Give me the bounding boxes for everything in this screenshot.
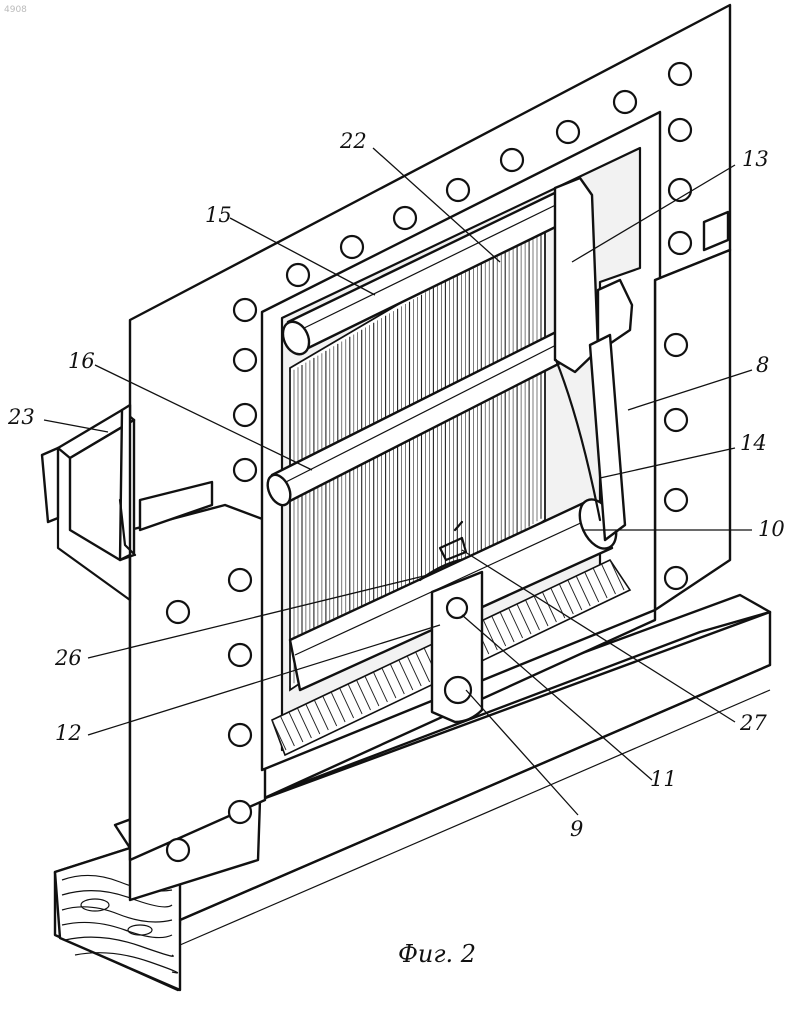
label-9: 9: [570, 817, 583, 841]
label-13: 13: [742, 147, 769, 171]
label-10: 10: [758, 517, 785, 541]
label-16: 16: [68, 349, 95, 373]
label-14: 14: [740, 431, 767, 455]
corner-mark: 4908: [4, 5, 27, 15]
label-23: 23: [7, 405, 35, 429]
figure-caption: Фиг. 2: [398, 940, 476, 968]
label-26: 26: [54, 646, 82, 670]
label-22: 22: [339, 129, 367, 153]
label-12: 12: [55, 721, 82, 745]
label-8: 8: [756, 353, 769, 377]
label-15: 15: [205, 203, 232, 227]
label-27: 27: [739, 711, 767, 735]
label-11: 11: [650, 767, 677, 791]
